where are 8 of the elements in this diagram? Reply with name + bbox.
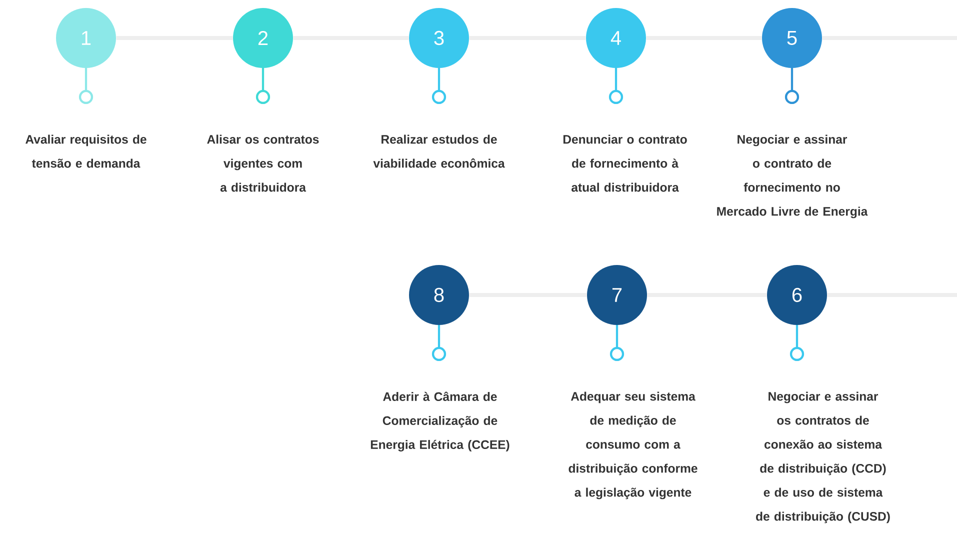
step-description: Realizar estudos de viabilidade econômica — [373, 134, 505, 168]
step-description: Aderir à Câmara de Comercialização de Energia Elétrica (CCEE) — [370, 392, 510, 452]
step-description: Negociar e assinar o contrato de fornecimento no Mercado Livre de Energia — [717, 134, 868, 218]
step-description: Adequar seu sistema de medição de consumo com a distribuição conforme a legislação vigente — [568, 392, 698, 500]
step-description: Denunciar o contrato de fornecimento à atual distribuidora — [563, 134, 687, 192]
step-description: Alisar os contratos vigentes com a distribuidora — [207, 134, 319, 192]
step-description: Negociar e assinar os contratos de conexão ao sistema de distribuição (CCD) e de uso de sistema de distribuição (CUSD) — [756, 392, 890, 524]
step-description: Avaliar requisitos de tensão e demanda — [26, 134, 146, 168]
